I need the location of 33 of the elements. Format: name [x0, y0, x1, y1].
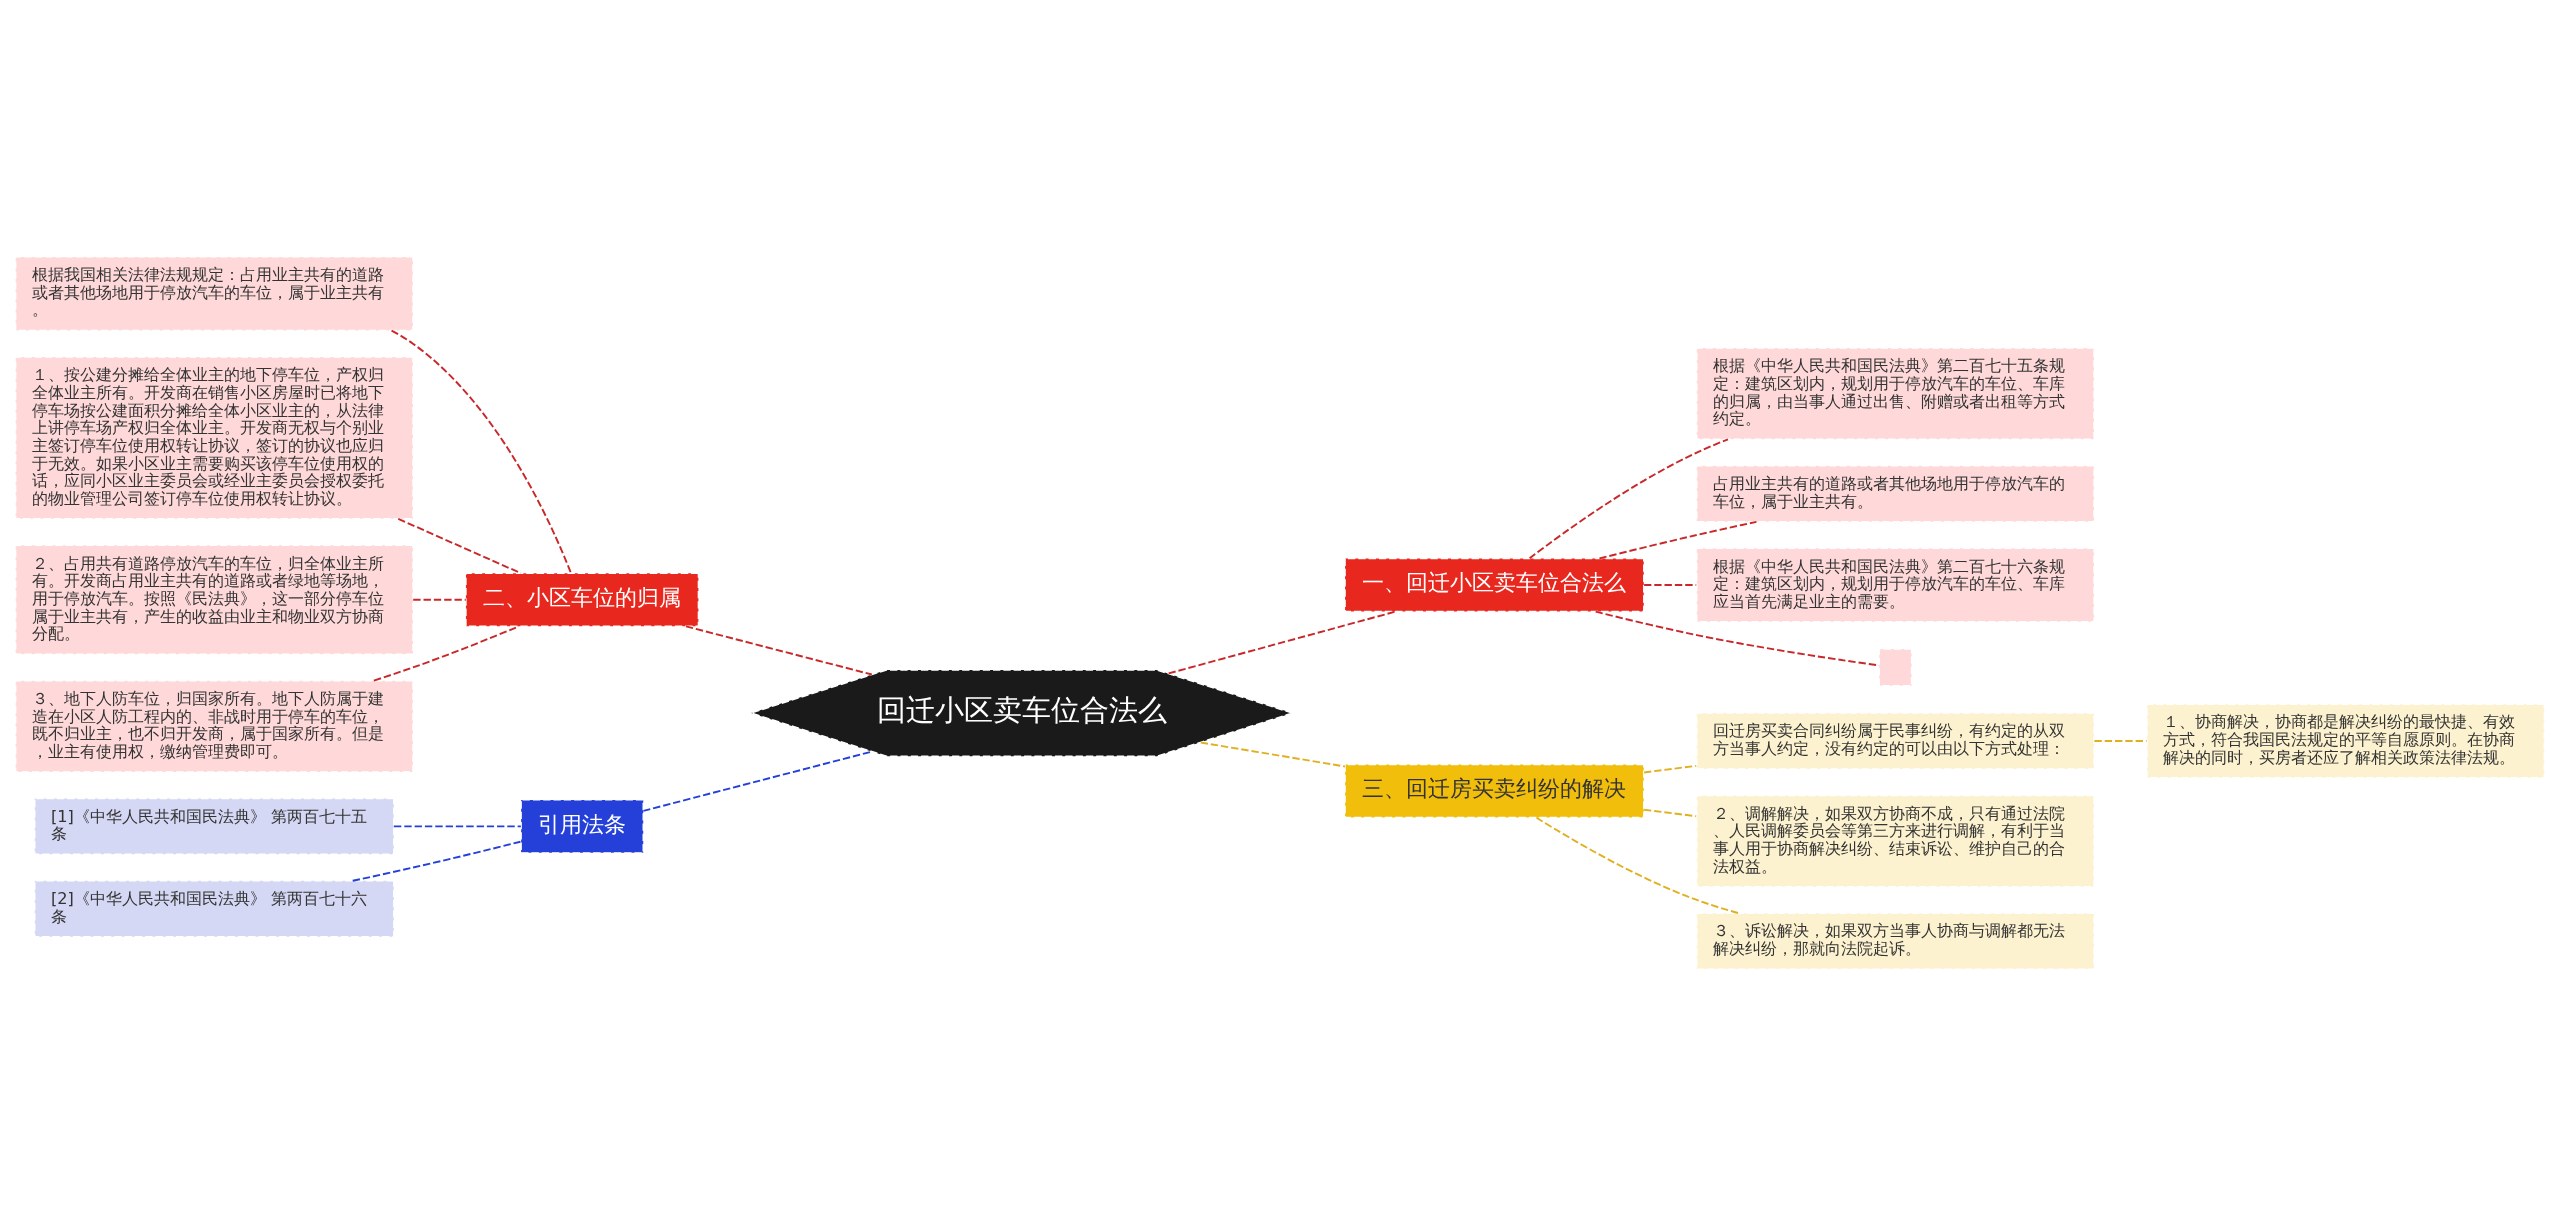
connector: [351, 840, 522, 882]
connector: [1528, 437, 1729, 559]
connector: [397, 517, 522, 574]
node-box: 三、回迁房买卖纠纷的解决: [1344, 763, 1645, 818]
connector: [1598, 520, 1758, 559]
node-box: 根据我国相关法律法规规定：占用业主共有的道路或者其他场地用于停放汽车的车位，属于业主共有。: [14, 255, 414, 331]
node-box: １、按公建分摊给全体业主的地下停车位，产权归全体业主所有。开发商在销售小区房屋时已将地下停车场按公建面积分摊给全体小区业主的，从法律上讲停车场产权归全体业主。开发商无权与个别业主签订停车位使用权转让协议，签订的协议也应归于无效。如果小区业主需要购买该停车位使用权的话，应同小区业主委员会或经业主委员会授权委托的物业管理公司签订停车位使用权转让协议。: [14, 355, 414, 520]
node-box: 引用法条: [520, 798, 644, 854]
connector: [390, 329, 572, 574]
node-box: ２、占用共有道路停放汽车的车位，归全体业主所有。开发商占用业主共有的道路或者绿地等场地，用于停放汽车。按照《民法典》，这一部分停车位属于业主共有，产生的收益由业主和物业双方协商分配。: [14, 544, 414, 655]
node-box: [1878, 647, 1913, 687]
node-box: 一、回迁小区卖车位合法么: [1344, 557, 1645, 612]
node-box: ２、调解解决，如果双方协商不成，只有通过法院、人民调解委员会等第三方来进行调解，有利于当事人用于协商解决纠纷、结束诉讼、维护自己的合法权益。: [1696, 794, 2095, 887]
connector: [642, 750, 873, 812]
node-box: 回迁房买卖合同纠纷属于民事纠纷，有约定的从双方当事人约定，没有约定的可以由以下方式处理：: [1696, 711, 2095, 770]
connector: [1535, 816, 1740, 914]
node-box: 二、小区车位的归属: [465, 572, 700, 627]
connector: [1167, 610, 1397, 674]
connector: [1643, 764, 1698, 773]
node-box: 根据《中华人民共和国民法典》第二百七十六条规定：建筑区划内，规划用于停放汽车的车位、车库应当首先满足业主的需要。: [1696, 547, 2095, 623]
connector: [1199, 741, 1346, 767]
connector: [2093, 739, 2148, 742]
node-box: ３、地下人防车位，归国家所有。地下人防属于建造在小区人防工程内的、非战时用于停车的车位，既不归业主，也不归开发商，属于国家所有。但是，业主有使用权，缴纳管理费即可。: [14, 679, 414, 773]
connector: [393, 824, 522, 827]
connector: [685, 624, 873, 675]
node-box: [1]《中华人民共和国民法典》 第两百七十五条: [34, 797, 395, 855]
node-box: １、协商解决，协商都是解决纠纷的最快捷、有效方式，符合我国民法规定的平等自愿原则。在协商解决的同时，买房者还应了解相关政策法律法规。: [2146, 703, 2546, 779]
node-box: ３、诉讼解决，如果双方当事人协商与调解都无法解决纠纷，那就向法院起诉。: [1696, 911, 2095, 970]
node-box: 占用业主共有的道路或者其他场地用于停放汽车的车位，属于业主共有。: [1696, 464, 2095, 522]
node-box: [2]《中华人民共和国民法典》 第两百七十六条: [34, 879, 395, 937]
node-box: 根据《中华人民共和国民法典》第二百七十五条规定：建筑区划内，规划用于停放汽车的车位、车库的归属，由当事人通过出售、附赠或者出租等方式约定。: [1696, 346, 2095, 440]
connector: [412, 598, 467, 601]
connector: [1643, 808, 1698, 817]
